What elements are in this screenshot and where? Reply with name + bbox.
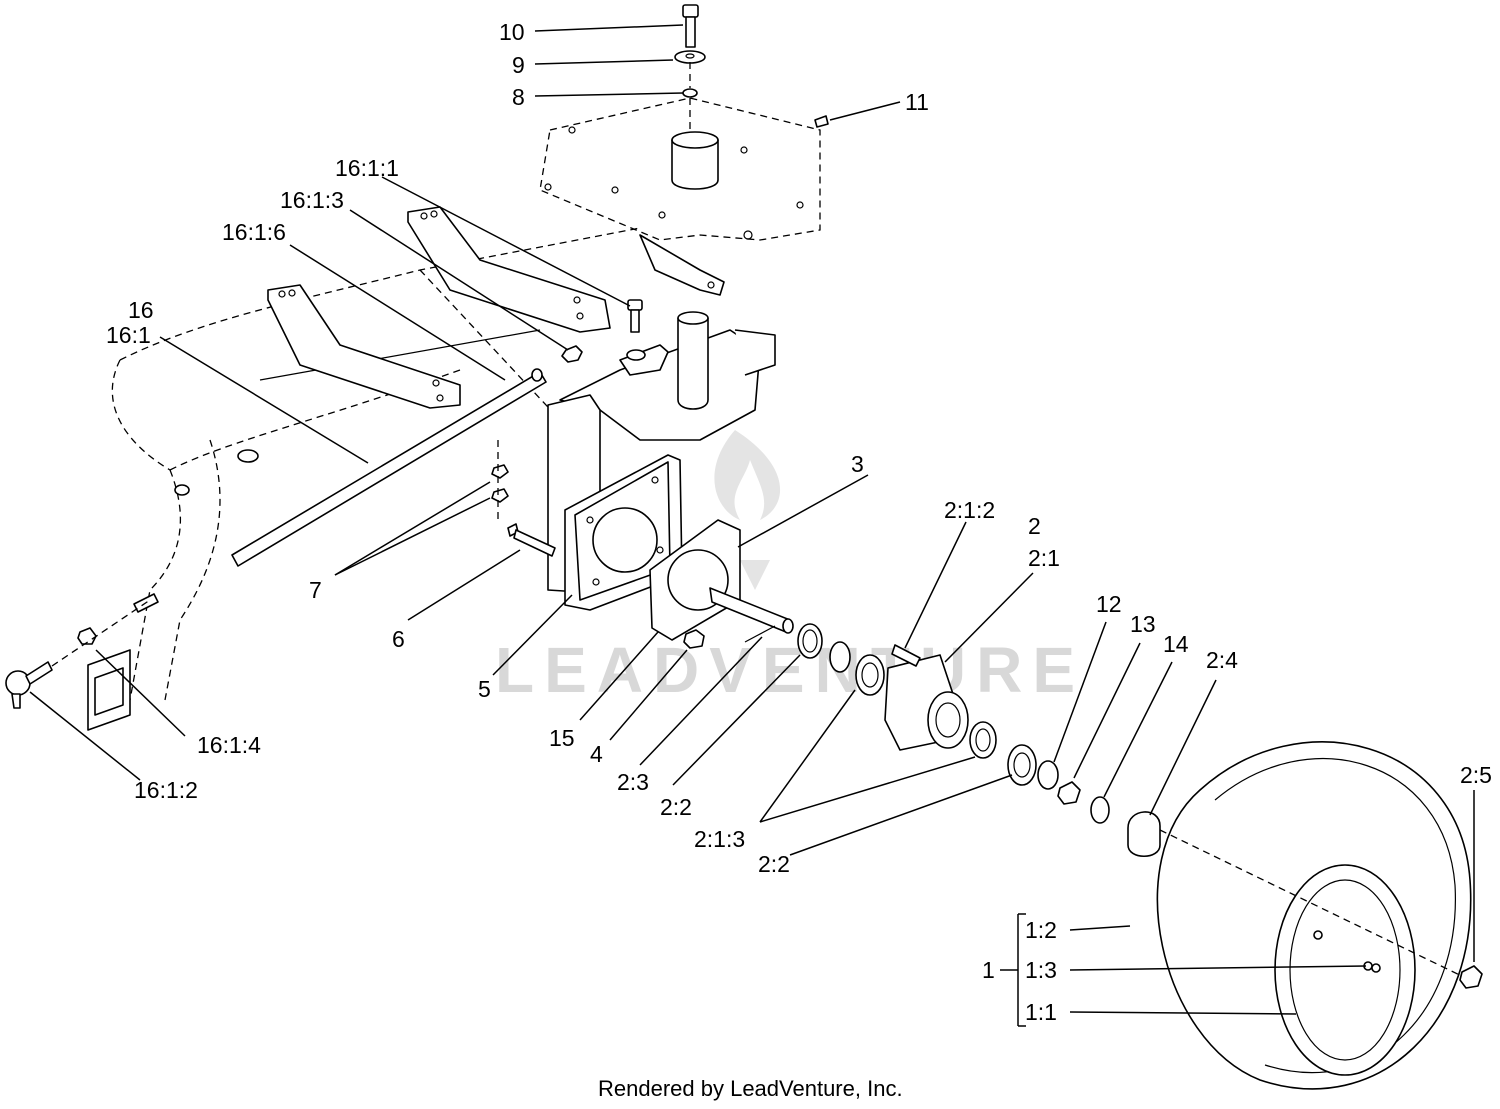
spindle-flange bbox=[564, 454, 794, 643]
callout-4: 4 bbox=[590, 741, 603, 767]
callout-16-1: 16:1 bbox=[106, 322, 151, 348]
fasteners bbox=[491, 440, 705, 649]
callout-2-5: 2:5 bbox=[1460, 762, 1492, 788]
callout-2-1-2: 2:1:2 bbox=[944, 497, 995, 523]
callout-1-1: 1:1 bbox=[1025, 999, 1057, 1025]
callout-15: 15 bbox=[549, 725, 575, 751]
callout-16-1-1: 16:1:1 bbox=[335, 155, 399, 181]
callout-2-2-outer: 2:2 bbox=[758, 851, 790, 877]
callout-16-1-4: 16:1:4 bbox=[197, 732, 261, 758]
watermark-text: LEADVENTURE bbox=[495, 634, 1085, 706]
callout-2-3: 2:3 bbox=[617, 769, 649, 795]
steering-brackets bbox=[267, 206, 611, 409]
callout-1-3: 1:3 bbox=[1025, 957, 1057, 983]
callout-2-2-inner: 2:2 bbox=[660, 794, 692, 820]
callout-16-1-3: 16:1:3 bbox=[280, 187, 344, 213]
callout-10: 10 bbox=[499, 19, 525, 45]
callout-8: 8 bbox=[512, 84, 525, 110]
callout-16-1-6: 16:1:6 bbox=[222, 219, 286, 245]
callout-6: 6 bbox=[392, 626, 405, 652]
tie-rod-end bbox=[5, 593, 159, 709]
callout-12: 12 bbox=[1096, 591, 1122, 617]
top-hardware bbox=[674, 4, 706, 130]
callout-7: 7 bbox=[309, 577, 322, 603]
callout-11: 11 bbox=[905, 89, 929, 115]
callout-1-2: 1:2 bbox=[1025, 917, 1057, 943]
mounting-plate bbox=[539, 97, 829, 296]
callout-16: 16 bbox=[128, 297, 154, 323]
callout-2-4: 2:4 bbox=[1206, 647, 1238, 673]
callout-3: 3 bbox=[851, 451, 864, 477]
wheel-assembly bbox=[1156, 741, 1483, 1090]
callout-16-1-2: 16:1:2 bbox=[134, 777, 198, 803]
callout-13: 13 bbox=[1130, 611, 1156, 637]
leader-lines bbox=[29, 24, 1475, 1027]
hub-assembly bbox=[797, 623, 1161, 858]
frame-beam bbox=[87, 227, 641, 731]
callout-2-1-3: 2:1:3 bbox=[694, 826, 745, 852]
tie-rod bbox=[231, 368, 547, 567]
callout-2: 2 bbox=[1028, 513, 1041, 539]
footer-credit: Rendered by LeadVenture, Inc. bbox=[598, 1076, 903, 1101]
callout-2-1: 2:1 bbox=[1028, 545, 1060, 571]
callout-5: 5 bbox=[478, 676, 491, 702]
callout-labels: 10 9 8 11 16:1:1 16:1:3 16:1:6 16 16:1 3… bbox=[106, 19, 1492, 1025]
callout-1: 1 bbox=[982, 957, 995, 983]
callout-9: 9 bbox=[512, 52, 525, 78]
callout-14: 14 bbox=[1163, 631, 1189, 657]
